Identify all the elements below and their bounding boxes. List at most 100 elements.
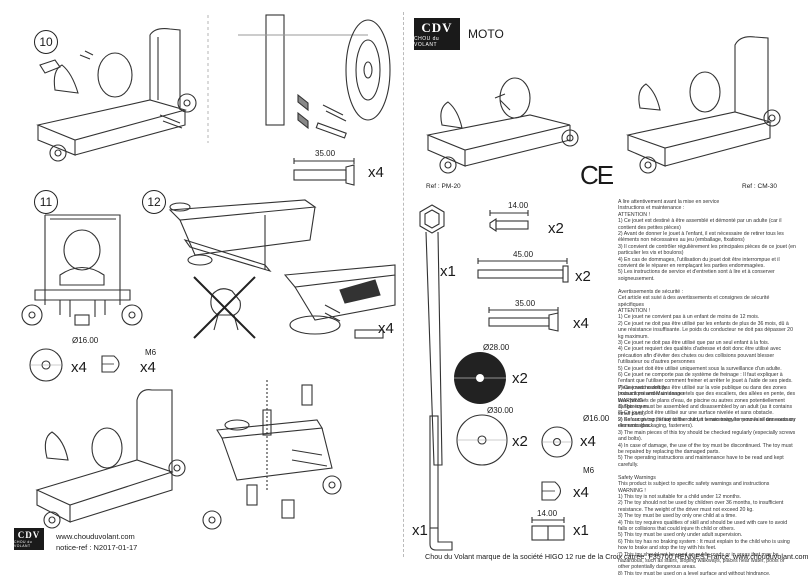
instruction-line: 1) This toy must be assembled and disass…: [618, 404, 793, 417]
instruction-line: 8) This toy must be used on a level surf…: [618, 570, 771, 575]
instruction-line: 8) Ce jouet doit être utilisé sur une su…: [618, 410, 774, 417]
disc-28-dimension: Ø28.00: [483, 343, 510, 352]
left-footer-url: www.chouduvolant.com: [56, 532, 135, 541]
company-footer: Chou du Volant marque de la société HIGO…: [425, 552, 808, 561]
bolt-45-quantity: x2: [575, 268, 591, 285]
brand-logo-subtext: CHOU du VOLANT: [14, 540, 33, 548]
hex-key-quantity: x1: [573, 522, 589, 539]
washer-30-quantity: x2: [512, 433, 528, 450]
instruction-line: 3) Ce jouet ne doit pas être utilisé que…: [618, 339, 770, 346]
instruction-line: 1) Ce jouet ne convient pas à un enfant …: [618, 314, 760, 321]
instruction-line: 9) En aucun cas, il faut utiliser sur un…: [618, 416, 796, 430]
washer-16-icon: [541, 426, 573, 458]
step-11-washer-dimension: Ø16.00: [72, 336, 99, 345]
step-11-front-view-illustration: [21, 214, 143, 326]
instruction-line: Cet article est suivi à des avertissemen…: [618, 295, 770, 308]
bolt-45-dimension: 45.00: [513, 250, 534, 259]
final-assembly-exploded-illustration: [35, 380, 342, 530]
instruction-line: WARNING !: [618, 397, 646, 404]
step-10-number: 10: [34, 30, 58, 54]
bolt-45-icon: [477, 258, 569, 283]
instruction-line: 1) Ce jouet est destiné à être assemblé …: [618, 218, 782, 231]
instruction-line: 7) Ce jouet ne doit pas être utilisé sur…: [618, 384, 796, 410]
bolt-14-icon: [489, 210, 529, 233]
ce-conformity-mark: CE: [580, 160, 614, 190]
instruction-line: 4) In case of damage, the use of the toy…: [618, 442, 793, 456]
brand-logo-subtext-right: CHOU du VOLANT: [414, 36, 440, 48]
left-footer-reference: notice-ref : N2017-01-17: [56, 543, 138, 552]
instruction-line: 6) Ce jouet ne comporte pas de système d…: [618, 371, 793, 385]
step-11-nut-quantity: x4: [140, 359, 156, 376]
instruction-line: 3) Il convient de contrôler régulièremen…: [618, 243, 796, 257]
instruction-line: 6) This toy has no braking system : It m…: [618, 538, 790, 552]
bolt-35-quantity: x4: [573, 315, 589, 332]
step-10-bolt-quantity: x4: [368, 164, 384, 181]
instruction-line: 2) Ce jouet ne doit pas être utilisé par…: [618, 320, 793, 340]
page-fold-divider: [403, 12, 404, 557]
washer-16-dimension: Ø16.00: [583, 414, 610, 423]
instruction-line: Instructions and Maintenance: [618, 391, 686, 398]
instruction-line: 5) Ce jouet doit être utilisé uniquement…: [618, 365, 782, 372]
step-11-number: 11: [34, 190, 58, 214]
instruction-line: Avertissements de sécurité :: [618, 288, 684, 295]
handlebar-tube-icon: [429, 415, 453, 551]
step-12-underside-illustration: [168, 199, 396, 339]
step-10-bolt-dimension: 35.00: [315, 149, 336, 158]
key-14-dimension: 14.00: [537, 509, 558, 518]
instruction-line: 2) The toy should not be used by childre…: [618, 500, 784, 513]
step-11-cap-nut-icon: [101, 355, 120, 373]
washer-16-quantity: x4: [580, 433, 596, 450]
instruction-line: 1) This toy is not suitable for a child …: [618, 493, 742, 500]
french-safety-instructions: A lire attentivement avant la mise en se…: [618, 199, 796, 430]
step-10-bolt-icon: [293, 158, 355, 186]
instruction-line: 4) Ce jouet requiert des qualités d'adre…: [618, 346, 782, 366]
instruction-line: Safety Warnings: [618, 474, 656, 481]
bolt-14-dimension: 14.00: [508, 201, 529, 210]
washer-30-dimension: Ø30.00: [487, 406, 514, 415]
instruction-line: 3) The main pieces of this toy should be…: [618, 429, 796, 443]
bolt-35-icon: [488, 307, 559, 332]
cap-nut-icon: [541, 481, 562, 501]
brand-logo-left: CDV CHOU du VOLANT: [14, 528, 44, 550]
bolt-14-quantity: x2: [548, 220, 564, 237]
step-12-number: 12: [142, 190, 166, 214]
instruction-line: ATTENTION !: [618, 211, 650, 218]
brand-logo-right: CDV CHOU du VOLANT: [414, 18, 460, 50]
brand-logo-mark: CDV: [17, 530, 41, 540]
instruction-line: 2) Avant de donner le jouet à l'enfant, …: [618, 231, 784, 244]
step-10-ride-on-illustration: [36, 28, 197, 162]
handlebar-quantity: x1: [412, 522, 428, 539]
bolt-35-dimension: 35.00: [515, 299, 536, 308]
step-11-nut-label: M6: [145, 348, 157, 357]
step-10-wheel-detail: [207, 14, 391, 143]
wrench-quantity: x1: [440, 263, 456, 280]
hex-key-icon: [531, 517, 565, 541]
brand-logo-mark-right: CDV: [421, 20, 453, 35]
washer-30-icon: [456, 414, 508, 466]
instruction-line: 7) This toy should not be used on public…: [618, 551, 785, 571]
step-12-quantity: x4: [378, 320, 394, 337]
cap-nut-label: M6: [583, 466, 595, 475]
instruction-line: This product is subject to specific safe…: [618, 481, 770, 488]
disc-28-quantity: x2: [512, 370, 528, 387]
instruction-line: 2) Before giving the toy to the child, i…: [618, 417, 796, 430]
black-disc-28-icon: [454, 352, 506, 404]
instruction-line: 5) The operating instructions and mainte…: [618, 455, 784, 468]
product-ref-left: Ref : PM-20: [426, 183, 461, 190]
product-pm20-illustration: [426, 77, 579, 174]
instruction-line: 3) The toy must be used by only one chil…: [618, 513, 737, 520]
step-11-washer-quantity: x4: [71, 359, 87, 376]
product-cm30-illustration: [625, 36, 781, 174]
instruction-line: 5) Les instructions de service et d'entr…: [618, 269, 775, 282]
instruction-line: Instructions et maintenance :: [618, 205, 685, 212]
instruction-line: 5) This toy must be used only under adul…: [618, 532, 743, 539]
product-title: MOTO: [468, 27, 504, 41]
instruction-line: WARNING !: [618, 487, 646, 494]
prohibited-hand-icon: [193, 276, 256, 339]
cap-nut-quantity: x4: [573, 484, 589, 501]
product-ref-right: Ref : CM-30: [742, 183, 778, 190]
instruction-line: Please read carefully: [618, 385, 667, 391]
instruction-line: 4) En cas de dommages, l'utilisation du …: [618, 256, 780, 270]
